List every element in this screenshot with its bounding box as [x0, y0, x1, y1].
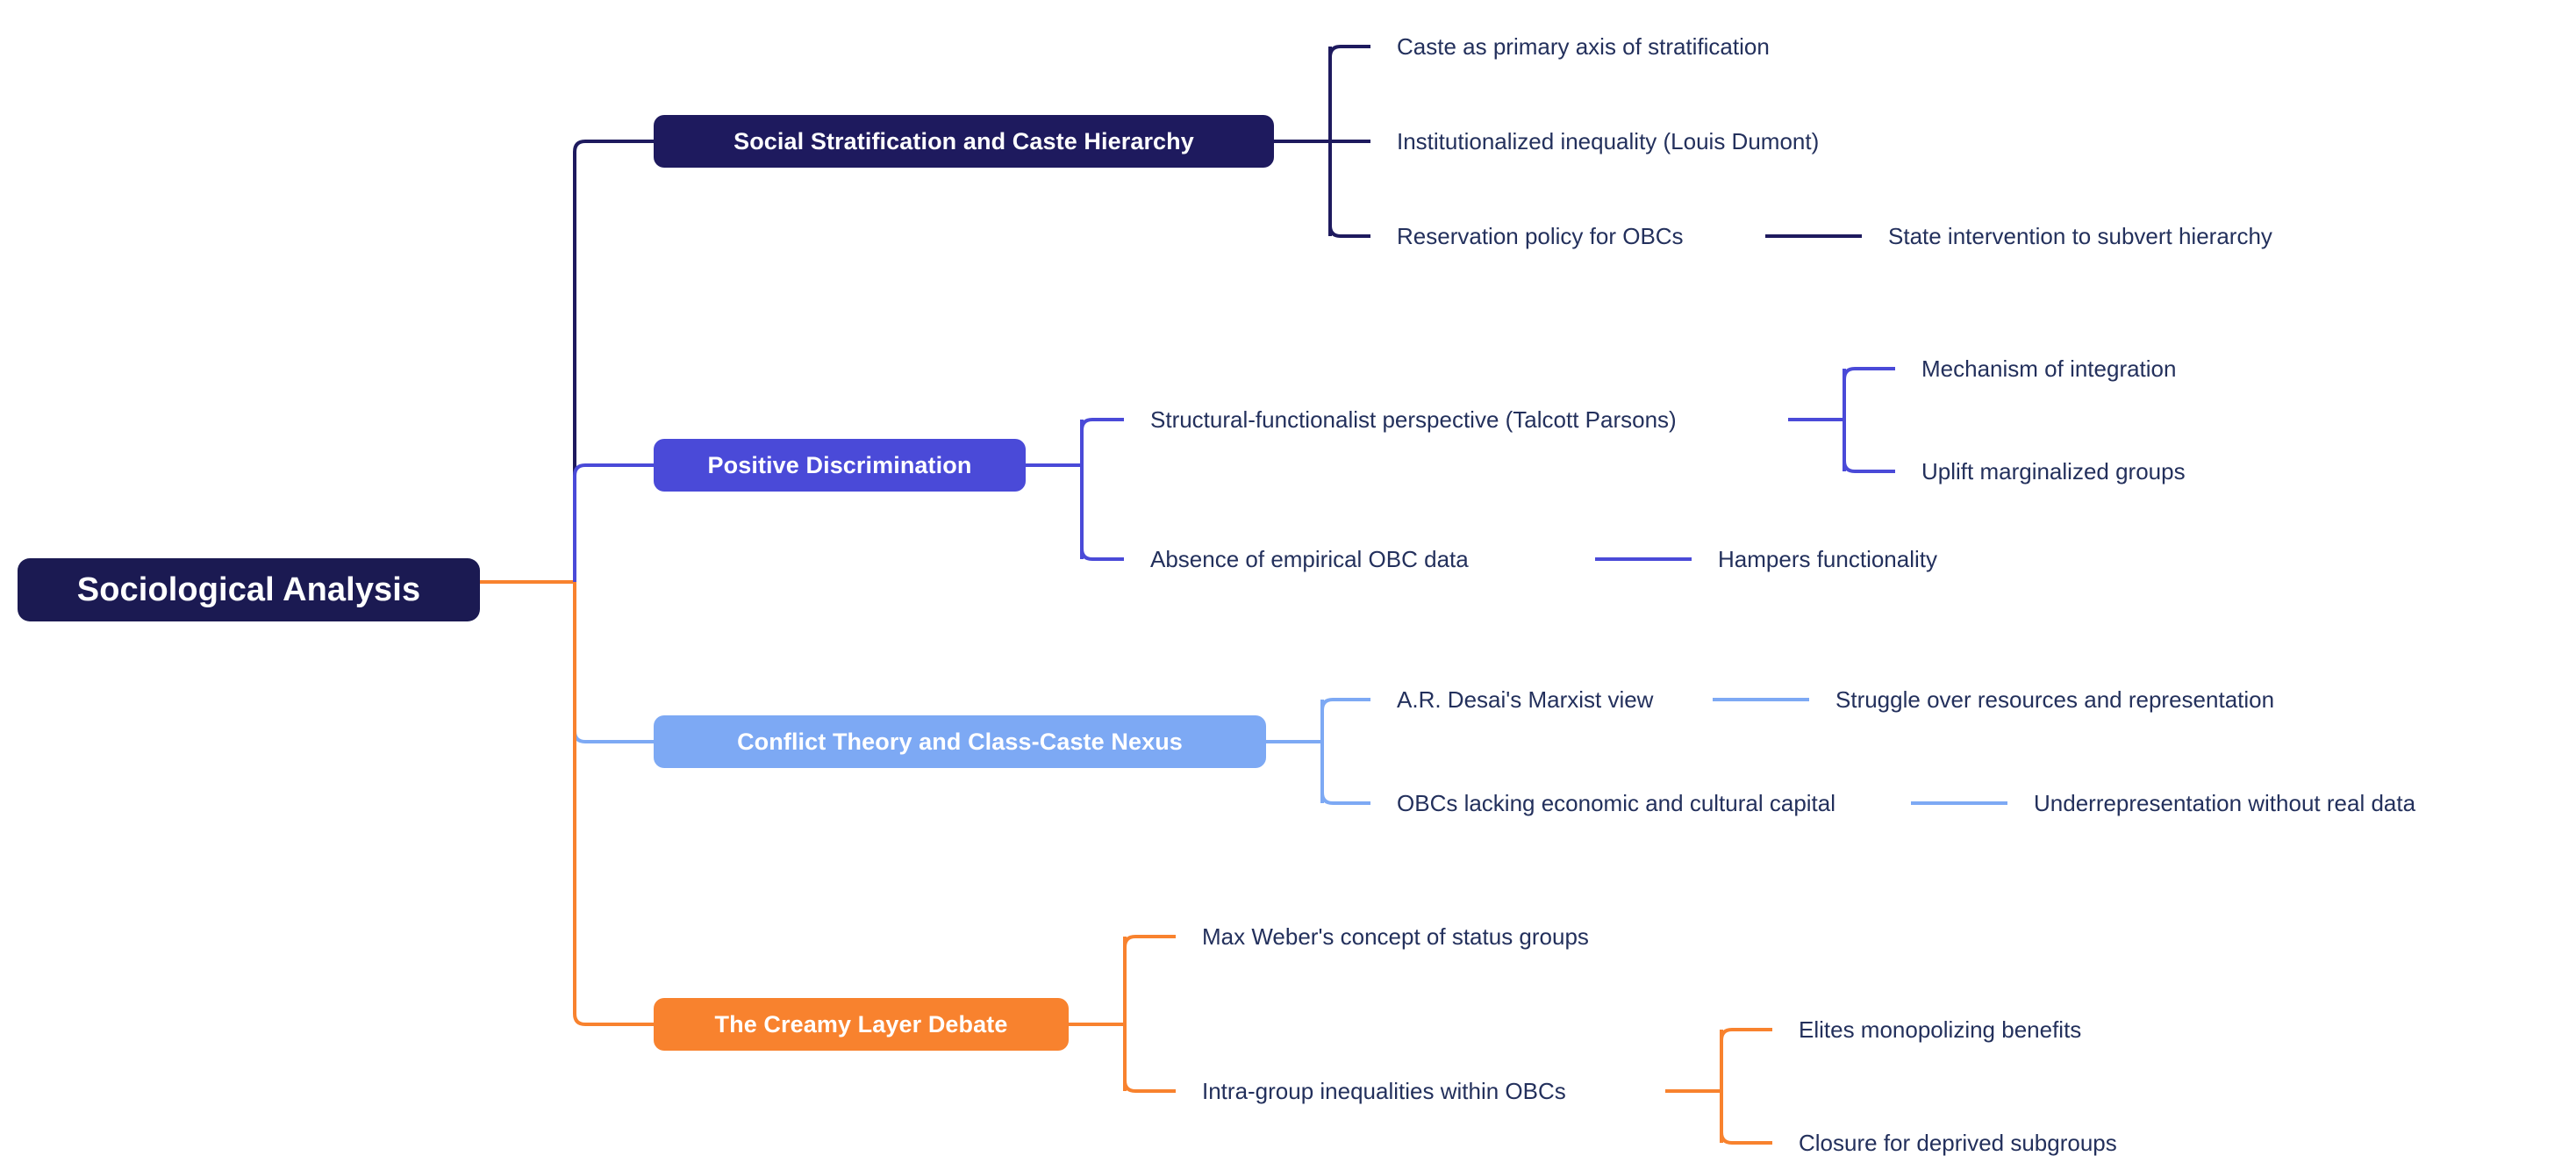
branch-node-the-creamy-layer-debate[interactable]: The Creamy Layer Debate — [654, 998, 1069, 1051]
leaf-structural-functionalist-perspective-talcott-parsons[interactable]: Structural-functionalist perspective (Ta… — [1150, 406, 1677, 433]
connector-trunk-b3 — [573, 582, 654, 743]
leaf-institutionalized-inequality-louis-dumont[interactable]: Institutionalized inequality (Louis Dumo… — [1397, 128, 1820, 154]
leaf-obcs-lacking-economic-and-cultural-capital[interactable]: OBCs lacking economic and cultural capit… — [1397, 790, 1836, 816]
branch-node-social-stratification-and-caste-hierarchy[interactable]: Social Stratification and Caste Hierarch… — [654, 115, 1274, 168]
root-node[interactable]: Sociological Analysis — [18, 558, 480, 621]
connector-trunk-b1 — [573, 140, 654, 582]
leaf-reservation-policy-for-obcs[interactable]: Reservation policy for OBCs — [1397, 223, 1684, 249]
subleaf-mechanism-of-integration[interactable]: Mechanism of integration — [1921, 355, 2177, 382]
connector-b3-leaf2 — [1320, 792, 1370, 805]
branch-node-label: Positive Discrimination — [707, 451, 972, 478]
branch-node-conflict-theory-and-class-caste-nexus[interactable]: Conflict Theory and Class-Caste Nexus — [654, 715, 1266, 768]
connector-b4-leaf2 — [1123, 1080, 1176, 1093]
subleaf-state-intervention-to-subvert-hierarchy[interactable]: State intervention to subvert hierarchy — [1888, 223, 2272, 249]
subleaf-hampers-functionality[interactable]: Hampers functionality — [1718, 546, 1937, 572]
branch-node-label: Conflict Theory and Class-Caste Nexus — [737, 728, 1183, 755]
connector-b4-leaf1 — [1123, 935, 1176, 948]
branch-node-label: Social Stratification and Caste Hierarch… — [733, 127, 1194, 154]
connector-b2-leaf1-sub2 — [1843, 460, 1895, 473]
subleaf-closure-for-deprived-subgroups[interactable]: Closure for deprived subgroups — [1799, 1130, 2117, 1156]
leaf-absence-of-empirical-obc-data[interactable]: Absence of empirical OBC data — [1150, 546, 1469, 572]
leaf-ar-desais-marxist-view[interactable]: A.R. Desai's Marxist view — [1397, 686, 1654, 713]
branch-node-positive-discrimination[interactable]: Positive Discrimination — [654, 439, 1026, 492]
connector-trunk-b2 — [573, 463, 654, 582]
subleaf-elites-monopolizing-benefits[interactable]: Elites monopolizing benefits — [1799, 1016, 2082, 1043]
subleaf-underrepresentation-without-real-data[interactable]: Underrepresentation without real data — [2034, 790, 2416, 816]
subleaf-uplift-marginalized-groups[interactable]: Uplift marginalized groups — [1921, 458, 2186, 485]
leaf-intra-group-inequalities-within-obcs[interactable]: Intra-group inequalities within OBCs — [1202, 1078, 1566, 1104]
branch-node-label: The Creamy Layer Debate — [714, 1010, 1008, 1038]
connector-b4-leaf2-sub2 — [1720, 1131, 1772, 1145]
connector-b2-leaf1-sub1 — [1843, 367, 1895, 380]
connector-b1-leaf3 — [1328, 225, 1370, 238]
subleaf-struggle-over-resources-and-representation[interactable]: Struggle over resources and representati… — [1835, 686, 2275, 713]
leaf-max-webers-concept-of-status-groups[interactable]: Max Weber's concept of status groups — [1202, 923, 1589, 950]
root-node-label: Sociological Analysis — [76, 571, 421, 608]
connector-b3-leaf1 — [1320, 698, 1370, 711]
connector-trunk-b4 — [573, 582, 654, 1026]
connector-b2-leaf2 — [1080, 548, 1124, 561]
connector-b1-leaf1 — [1328, 45, 1370, 58]
leaf-caste-as-primary-axis-of-stratification[interactable]: Caste as primary axis of stratification — [1397, 33, 1770, 60]
connector-b2-leaf1 — [1080, 418, 1124, 431]
connector-b4-leaf2-sub1 — [1720, 1028, 1772, 1041]
